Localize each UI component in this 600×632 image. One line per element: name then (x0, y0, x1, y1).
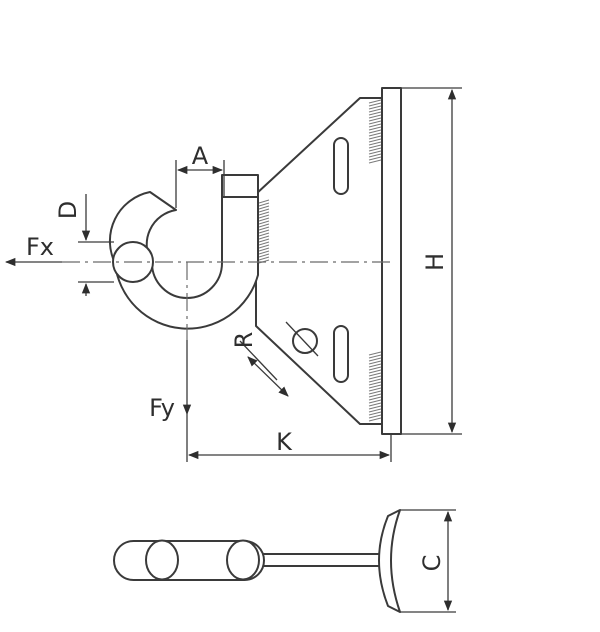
hatch-stroke (258, 214, 270, 219)
hook-top-end-right (226, 539, 260, 581)
hatch-stroke (368, 381, 382, 386)
hatch-stroke (368, 117, 382, 122)
label-h: H (421, 253, 449, 271)
hatch-stroke (258, 202, 270, 207)
hatch-stroke (258, 217, 270, 222)
hatch-stroke (368, 144, 382, 149)
hatch-stroke (258, 238, 270, 243)
hatch-stroke (368, 369, 382, 374)
hatch-stroke (258, 220, 270, 225)
hatch-stroke (368, 372, 382, 377)
hatch-stroke (368, 354, 382, 359)
hatch-stroke (368, 396, 382, 401)
hatch-stroke (368, 363, 382, 368)
label-d: D (54, 201, 82, 219)
hatch-stroke (368, 147, 382, 152)
dimension-a: A (175, 142, 225, 208)
hatch-stroke (258, 235, 270, 240)
hatch-stroke (368, 114, 382, 119)
hatch-stroke (368, 105, 382, 110)
hatch-stroke (258, 241, 270, 246)
hatch-stroke (368, 393, 382, 398)
front-view: A D Fx Fy R (4, 87, 462, 462)
hatch-stroke (368, 414, 382, 419)
hatch-stroke (368, 156, 382, 161)
label-fy: Fy (149, 394, 175, 422)
hatch-stroke (368, 111, 382, 116)
hatch-stroke (258, 208, 270, 213)
hatch-stroke (258, 232, 270, 237)
rod (257, 553, 383, 567)
hatch-stroke (368, 366, 382, 371)
hook (108, 174, 259, 330)
hatch-stroke (368, 375, 382, 380)
label-a: A (192, 142, 209, 170)
hatch-stroke (368, 357, 382, 362)
hatch-stroke (258, 211, 270, 216)
hatch-stroke (258, 223, 270, 228)
hatch-stroke (368, 351, 382, 356)
hatch-stroke (368, 153, 382, 158)
hatch-stroke (368, 150, 382, 155)
curved-plate (378, 509, 401, 613)
hatch-stroke (258, 247, 270, 252)
hatch-stroke (368, 132, 382, 137)
hatch-stroke (368, 126, 382, 131)
bracket-body (255, 97, 383, 425)
hatch-stroke (368, 138, 382, 143)
hatch-stroke (368, 129, 382, 134)
hatch-stroke (258, 229, 270, 234)
dimension-d: D (54, 194, 114, 296)
label-c: C (418, 555, 446, 572)
hatch-stroke (368, 390, 382, 395)
hatch-stroke (258, 253, 270, 258)
hatch-stroke (368, 141, 382, 146)
hatch-stroke (368, 417, 382, 422)
dimension-h: H (401, 87, 462, 435)
weld-hatching (258, 99, 382, 422)
dimension-r: R (230, 321, 319, 397)
label-r: R (230, 332, 258, 349)
hatch-stroke (368, 159, 382, 164)
hatch-stroke (368, 135, 382, 140)
force-fy: Fy (149, 340, 192, 422)
dimension-c: C (400, 509, 456, 613)
hatch-stroke (368, 408, 382, 413)
hatch-stroke (258, 226, 270, 231)
label-fx: Fx (26, 233, 54, 261)
mounting-plate (381, 87, 402, 435)
dimension-k: K (186, 414, 392, 462)
hatch-stroke (368, 399, 382, 404)
upper-slot (333, 137, 349, 195)
hatch-stroke (258, 256, 270, 261)
hatch-stroke (368, 360, 382, 365)
hatch-stroke (368, 384, 382, 389)
hatch-stroke (368, 402, 382, 407)
hatch-stroke (258, 205, 270, 210)
force-fx: Fx (4, 233, 62, 267)
hatch-stroke (258, 244, 270, 249)
hatch-stroke (368, 387, 382, 392)
hatch-stroke (368, 99, 382, 104)
hatch-stroke (368, 120, 382, 125)
hatch-stroke (258, 250, 270, 255)
top-view: C (113, 509, 456, 613)
lower-slot (333, 325, 349, 383)
hatch-stroke (368, 102, 382, 107)
hatch-stroke (258, 199, 270, 204)
hook-shank (221, 196, 259, 263)
hatch-stroke (368, 405, 382, 410)
label-k: K (276, 428, 293, 456)
hatch-stroke (368, 378, 382, 383)
hook-top-end-left (145, 539, 179, 581)
hatch-stroke (368, 411, 382, 416)
hatch-stroke (368, 123, 382, 128)
hatch-stroke (368, 108, 382, 113)
